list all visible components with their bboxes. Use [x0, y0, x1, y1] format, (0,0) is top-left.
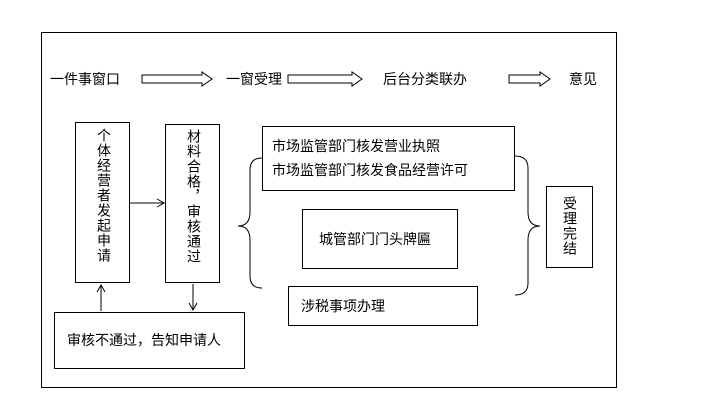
step-one-window: 一件事窗口 [50, 72, 120, 88]
step-opinion: 意见 [569, 72, 597, 88]
step-backend-joint-handling: 后台分类联办 [383, 72, 467, 88]
applicant-text: 个体经营者发起申请 [95, 128, 111, 263]
market-food-permit-text: 市场监管部门核发食品经营许可 [272, 163, 468, 179]
left-brace [237, 157, 263, 289]
tax-box: 涉税事项办理 [288, 286, 478, 326]
reject-text: 审核不通过，告知申请人 [67, 333, 221, 349]
header-arrow-3 [508, 71, 551, 87]
arrowhead-review-to-reject [188, 302, 198, 312]
diagram-frame [41, 32, 617, 388]
tax-text: 涉税事项办理 [301, 299, 385, 315]
completion-text: 受理完结 [561, 196, 577, 256]
right-brace [514, 155, 541, 296]
market-license-text: 市场监管部门核发营业执照 [272, 139, 440, 155]
header-arrow-1 [141, 71, 213, 87]
review-pass-text: 材料合格，审核通过 [185, 129, 201, 264]
header-arrow-2 [287, 71, 363, 87]
reject-box: 审核不通过，告知申请人 [54, 312, 245, 369]
review-pass-box: 材料合格，审核通过 [165, 124, 220, 283]
arrowhead-reject-to-applicant [96, 283, 106, 293]
market-supervision-box: 市场监管部门核发营业执照 市场监管部门核发食品经营许可 [262, 126, 515, 191]
step-one-window-acceptance: 一窗受理 [226, 72, 282, 88]
urban-management-box: 城管部门门头牌匾 [302, 209, 458, 269]
urban-management-text: 城管部门门头牌匾 [319, 232, 431, 248]
arrowhead-applicant-to-review [156, 198, 166, 208]
applicant-box: 个体经营者发起申请 [75, 122, 130, 283]
completion-box: 受理完结 [546, 186, 593, 268]
